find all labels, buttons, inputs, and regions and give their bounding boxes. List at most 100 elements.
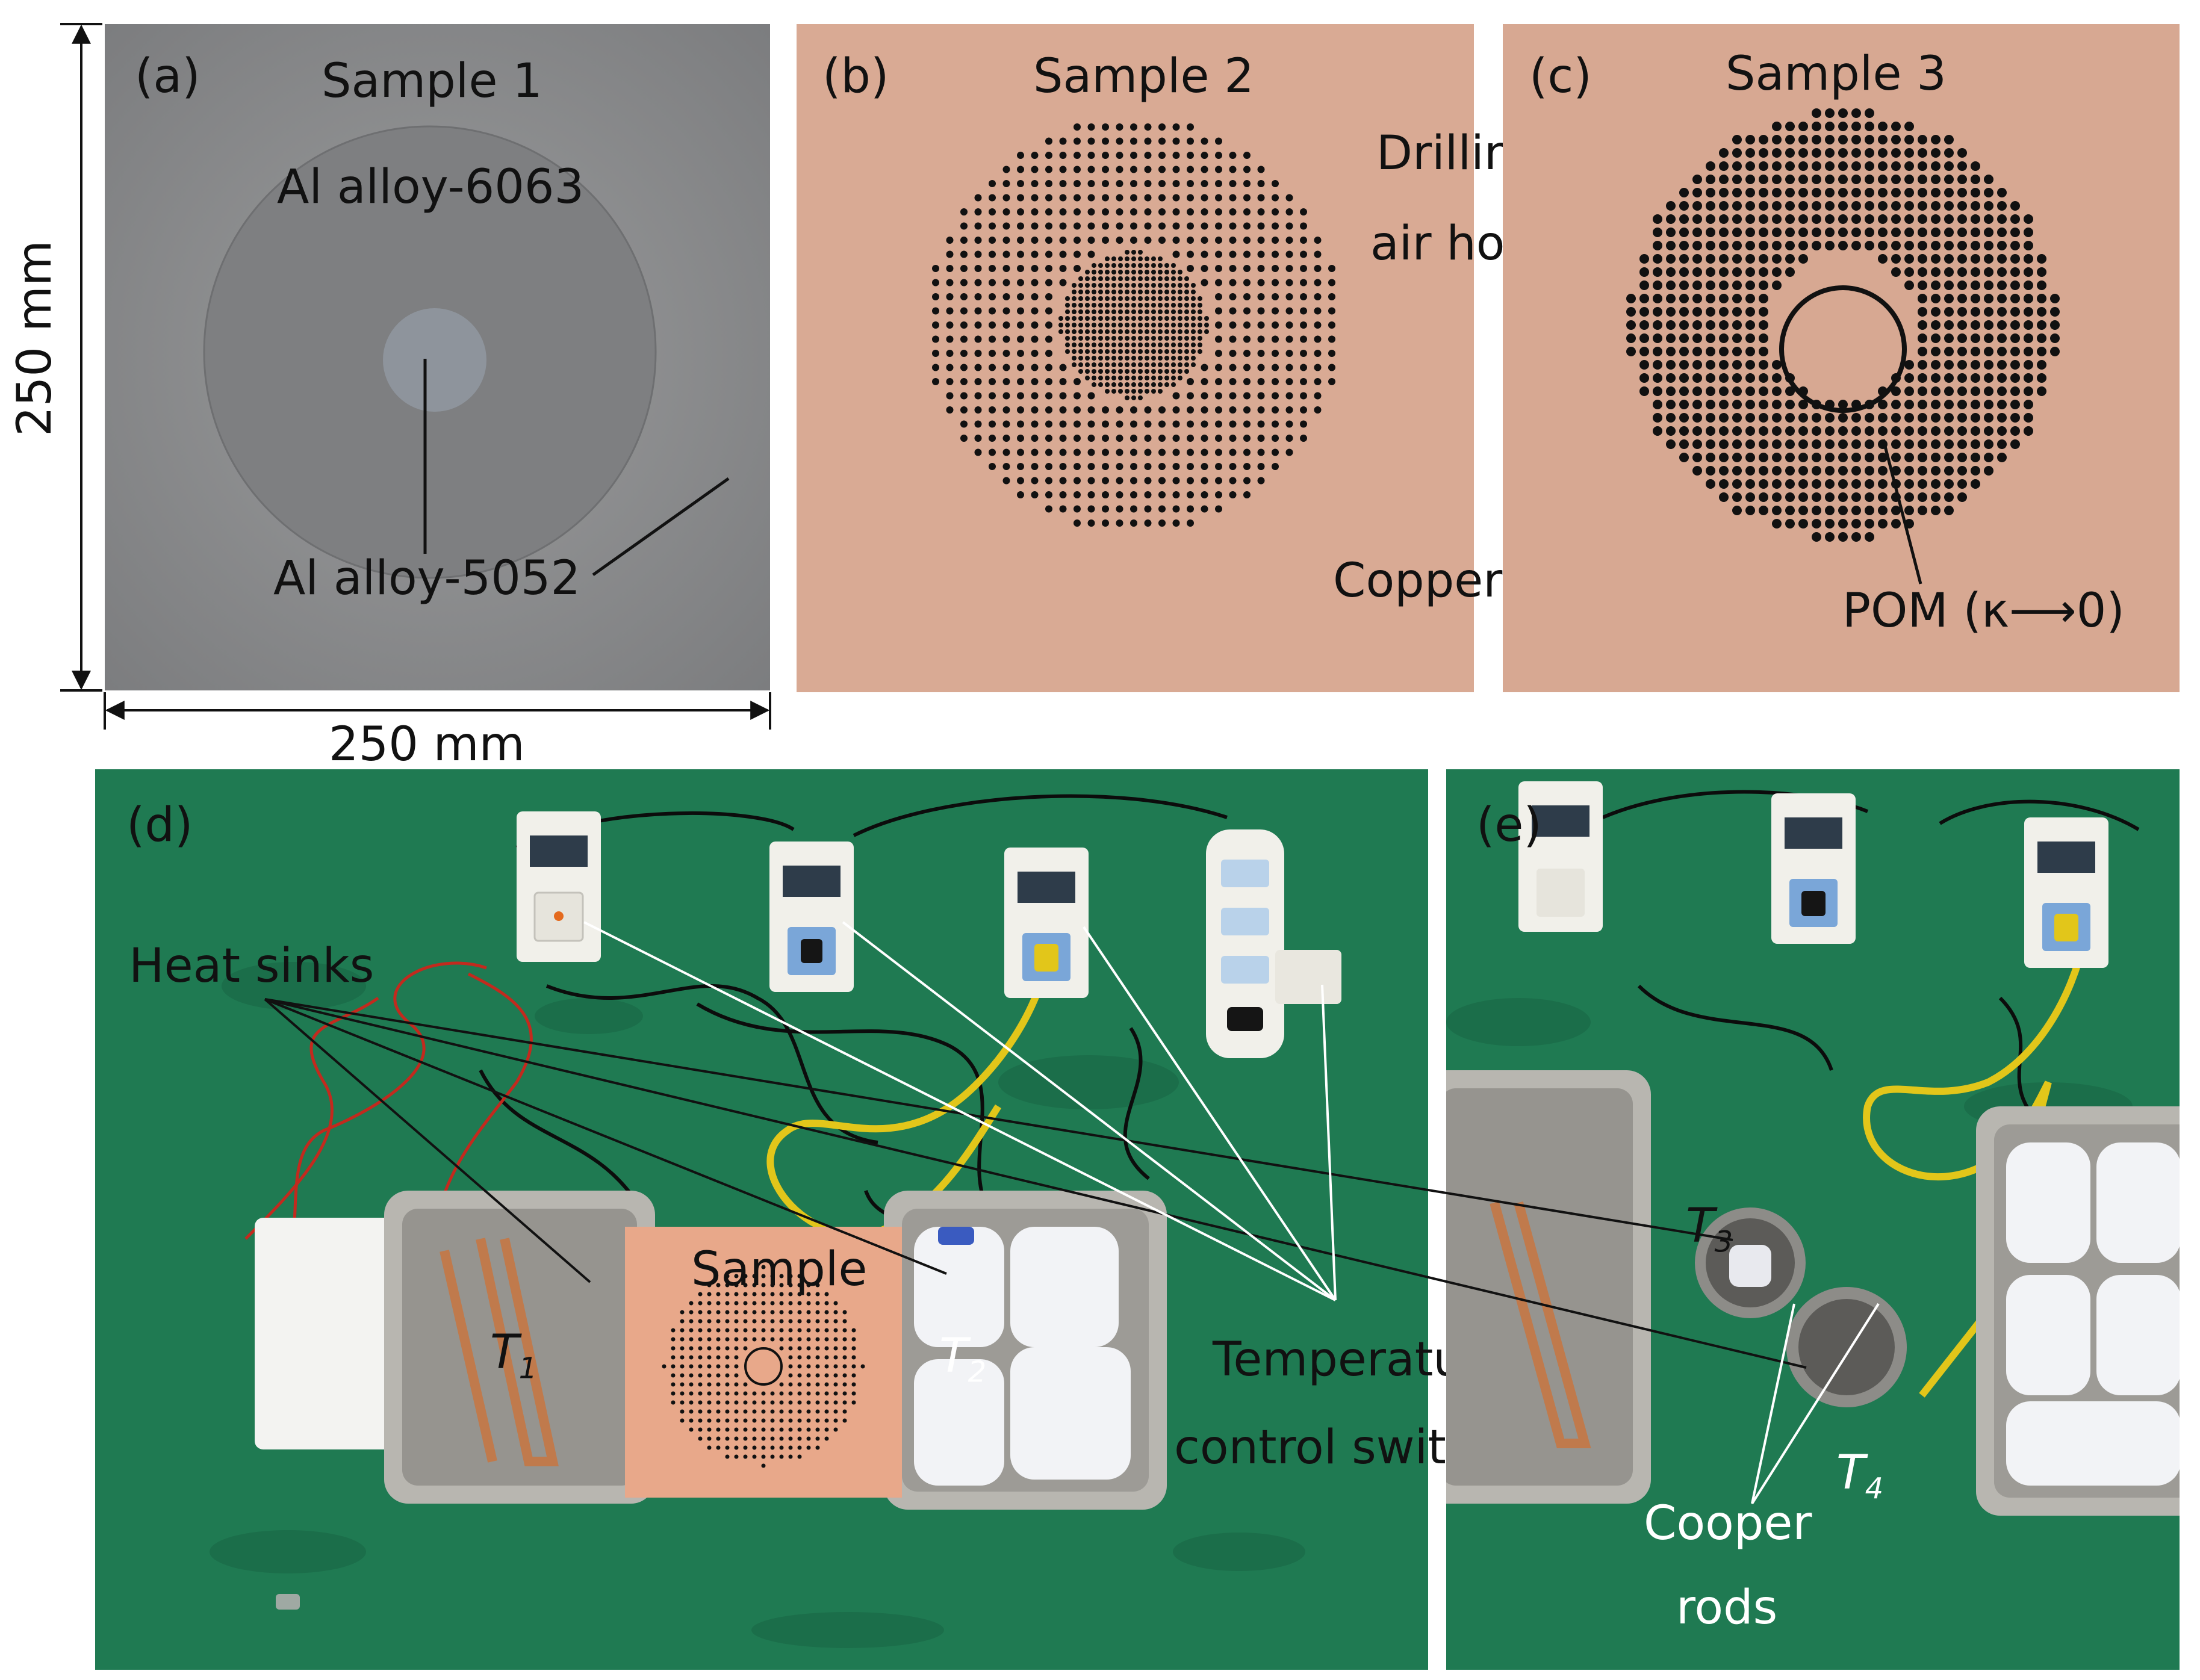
air-hole	[842, 1400, 847, 1405]
air-hole	[770, 1391, 775, 1396]
air-hole	[1918, 161, 1927, 171]
air-hole	[989, 293, 996, 300]
air-hole	[1229, 180, 1237, 187]
air-hole	[1944, 201, 1954, 211]
air-hole	[1243, 208, 1251, 215]
air-hole	[1105, 369, 1110, 374]
air-hole	[1229, 321, 1237, 329]
air-hole	[1931, 201, 1941, 211]
t1-letter: T	[490, 1325, 519, 1380]
air-hole	[1719, 241, 1729, 250]
air-hole	[1002, 321, 1010, 329]
air-hole	[1243, 222, 1251, 230]
air-hole	[734, 1445, 739, 1450]
air-hole	[824, 1337, 829, 1342]
air-hole	[1719, 281, 1729, 290]
air-hole	[1092, 309, 1096, 314]
air-hole	[1105, 336, 1110, 341]
air-hole	[806, 1373, 811, 1378]
air-hole	[1111, 276, 1116, 281]
air-hole	[1851, 492, 1861, 502]
air-hole	[842, 1364, 847, 1369]
air-hole	[1074, 519, 1081, 527]
air-hole	[1172, 152, 1180, 159]
air-hole	[1178, 362, 1182, 367]
air-hole	[1031, 307, 1039, 315]
air-hole	[725, 1409, 730, 1414]
air-hole	[1931, 188, 1941, 197]
air-hole	[1984, 188, 1993, 197]
air-hole	[1045, 378, 1052, 385]
air-hole	[1918, 426, 1927, 436]
air-hole	[1201, 406, 1208, 414]
air-hole	[1719, 466, 1729, 476]
air-hole	[1111, 316, 1116, 321]
air-hole	[1125, 395, 1130, 400]
air-hole	[1111, 336, 1116, 341]
air-hole	[1092, 369, 1096, 374]
air-hole	[1679, 188, 1689, 197]
air-hole	[1125, 389, 1130, 394]
air-hole	[1201, 194, 1208, 202]
air-hole	[1229, 279, 1237, 287]
air-hole	[797, 1409, 802, 1414]
air-hole	[1059, 166, 1067, 173]
air-hole	[960, 208, 968, 215]
air-hole	[1772, 519, 1782, 528]
air-hole	[1918, 214, 1927, 224]
air-hole	[2024, 426, 2033, 436]
air-hole	[851, 1373, 856, 1378]
air-hole	[689, 1418, 694, 1423]
air-hole	[707, 1319, 712, 1324]
air-hole	[1891, 214, 1901, 224]
air-hole	[1085, 369, 1090, 374]
air-hole	[1059, 237, 1067, 244]
air-hole	[1957, 479, 1967, 489]
air-hole	[2037, 333, 2046, 343]
rods-label-line1: Cooper	[1644, 1496, 1812, 1551]
air-hole	[1971, 228, 1980, 237]
air-hole	[1105, 389, 1110, 394]
air-hole	[1732, 386, 1742, 396]
air-hole	[1719, 254, 1729, 264]
air-hole	[1971, 347, 1980, 356]
air-hole	[1164, 362, 1169, 367]
air-hole	[1732, 479, 1742, 489]
air-hole	[1957, 413, 1967, 423]
air-hole	[1184, 356, 1189, 361]
air-hole	[1215, 194, 1222, 202]
air-hole	[680, 1337, 685, 1342]
air-hole	[1045, 152, 1052, 159]
air-hole	[698, 1364, 703, 1369]
air-hole	[1158, 336, 1163, 341]
air-hole	[1111, 376, 1116, 380]
air-hole	[1653, 254, 1662, 264]
air-hole	[1626, 307, 1636, 317]
air-hole	[1111, 369, 1116, 374]
air-hole	[1144, 237, 1152, 244]
air-hole	[932, 364, 939, 371]
air-hole	[1812, 479, 1821, 489]
air-hole	[1931, 453, 1941, 462]
air-hole	[1145, 309, 1149, 314]
air-hole	[1984, 439, 1993, 449]
air-hole	[752, 1337, 757, 1342]
air-hole	[1243, 435, 1251, 442]
air-hole	[960, 350, 968, 357]
air-hole	[1653, 228, 1662, 237]
air-hole	[815, 1427, 820, 1432]
air-hole	[2037, 281, 2046, 290]
air-hole	[1144, 463, 1152, 470]
air-hole	[725, 1364, 730, 1369]
air-hole	[1229, 222, 1237, 230]
air-hole	[707, 1445, 712, 1450]
air-hole	[1045, 293, 1052, 300]
air-hole	[1745, 201, 1755, 211]
air-hole	[1145, 323, 1149, 327]
air-hole	[1130, 222, 1137, 230]
air-hole	[1187, 491, 1194, 498]
air-hole	[1229, 335, 1237, 343]
air-hole	[1865, 413, 1874, 423]
air-hole	[1111, 296, 1116, 301]
air-hole	[1257, 378, 1265, 385]
